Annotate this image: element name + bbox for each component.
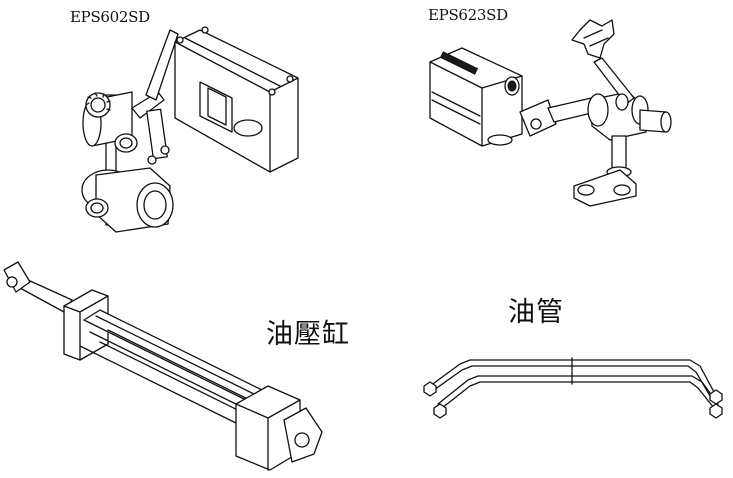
eps623sd-joint xyxy=(519,99,557,137)
eps602sd-label: EPS602SD xyxy=(70,8,150,26)
oil-pipe-lower xyxy=(437,375,719,405)
eps602sd-thumb-screw-upper xyxy=(114,133,138,153)
oil-pipe-upper xyxy=(429,359,715,393)
eps623sd-sensor-box xyxy=(429,47,523,147)
oil-pipe-drawing xyxy=(423,357,723,419)
eps623sd-drawing xyxy=(429,19,672,207)
eps602sd-knob-top xyxy=(85,92,111,118)
hydraulic-cylinder-label: 油壓缸 xyxy=(266,319,350,350)
oil-pipe-fitting xyxy=(423,381,437,397)
eps623sd-star-knob xyxy=(571,19,615,59)
eps602sd-sensor-housing xyxy=(174,29,299,173)
oil-pipe-label: 油管 xyxy=(508,297,564,328)
eps602sd-thumb-screw-lower xyxy=(85,198,109,218)
eps602sd-drawing xyxy=(81,26,299,233)
cylinder-front-cap xyxy=(63,289,109,361)
eps623sd-label: EPS623SD xyxy=(428,6,508,24)
hydraulic-cylinder-drawing xyxy=(3,261,323,471)
eps623sd-base xyxy=(573,169,637,207)
